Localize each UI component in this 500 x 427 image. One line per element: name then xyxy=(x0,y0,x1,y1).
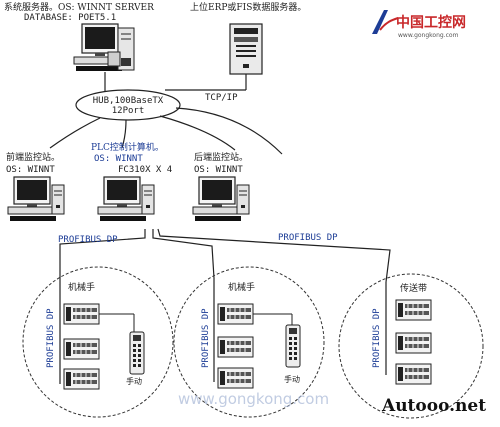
logo-sub-text: www.gongkong.com xyxy=(398,32,459,39)
robot-cell-left: 机械手 手动 PROFIBUS DP xyxy=(22,266,174,418)
logo-main-text: 中国工控网 xyxy=(396,14,466,31)
cell-right-title: 传送带 xyxy=(400,282,427,294)
station-center-line3: FC310X X 4 xyxy=(118,165,172,175)
profibus-vertical-right: PROFIBUS DP xyxy=(372,308,382,368)
brand-text: Autooo.net xyxy=(381,396,486,416)
station-right-line2: OS: WINNT xyxy=(194,165,243,175)
erp-server-label: 上位ERP或FIS数据服务器。 xyxy=(190,1,306,13)
io-module xyxy=(63,338,100,360)
station-left-line1: 前端监控站。 xyxy=(6,151,60,163)
io-module xyxy=(395,332,432,354)
io-module xyxy=(217,303,254,325)
cell-left-manual: 手动 xyxy=(126,376,142,386)
conveyor-cell-right: 传送带 PROFIBUS DP xyxy=(338,273,484,419)
profibus-vertical-left: PROFIBUS DP xyxy=(46,308,56,368)
system-server xyxy=(73,23,135,71)
io-module xyxy=(217,367,254,389)
server-desc-line2: DATABASE: POET5.1 xyxy=(24,13,116,23)
manual-pendant-center xyxy=(285,324,301,368)
cell-center-title: 机械手 xyxy=(228,281,255,293)
station-left-line2: OS: WINNT xyxy=(6,165,55,175)
io-module xyxy=(63,303,100,325)
plc-control-computer xyxy=(97,176,155,222)
hub-label-line2: 12Port xyxy=(112,106,145,116)
io-module xyxy=(63,368,100,390)
server-desc-line1: 系统服务器。OS: WINNT SERVER xyxy=(4,1,154,13)
station-center-line2: OS: WINNT xyxy=(94,154,143,164)
manual-pendant-left xyxy=(129,331,145,375)
cell-center-manual: 手动 xyxy=(284,374,300,384)
watermark-text: www.gongkong.com xyxy=(178,390,329,408)
profibus-label-right: PROFIBUS DP xyxy=(278,233,338,243)
io-module xyxy=(217,336,254,358)
hub-label-line1: HUB,100BaseTX xyxy=(93,96,164,106)
profibus-vertical-center: PROFIBUS DP xyxy=(201,308,211,368)
io-module xyxy=(395,299,432,321)
station-right-line1: 后端监控站。 xyxy=(194,151,248,163)
gongkong-logo: 中国工控网 www.gongkong.com xyxy=(372,10,466,39)
rear-monitor-station xyxy=(192,176,250,222)
erp-server-tower xyxy=(229,23,263,75)
robot-cell-center: 机械手 手动 PROFIBUS DP xyxy=(173,266,325,418)
hub-node: HUB,100BaseTX 12Port xyxy=(75,89,181,121)
front-monitor-station xyxy=(7,176,65,222)
cell-left-title: 机械手 xyxy=(68,281,95,293)
station-center-line1: PLC控制计算机。 xyxy=(91,141,164,153)
profibus-label-left: PROFIBUS DP xyxy=(58,235,118,245)
tcpip-label: TCP/IP xyxy=(205,93,238,103)
io-module xyxy=(395,363,432,385)
